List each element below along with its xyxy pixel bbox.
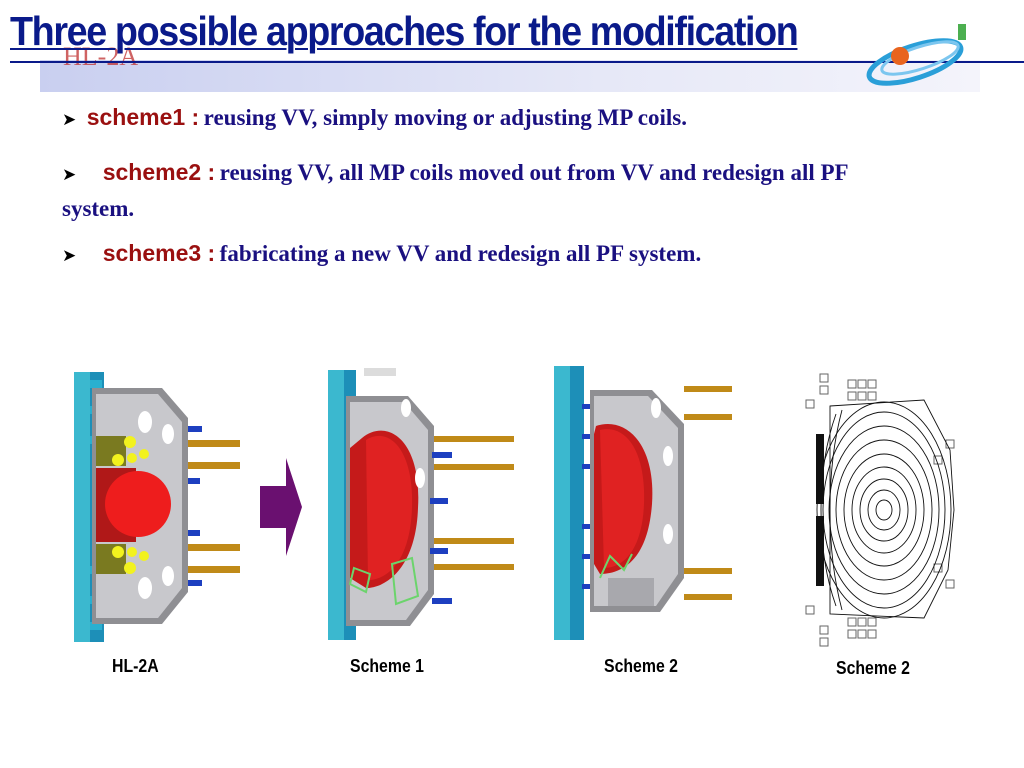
scheme-description: reusing VV, all MP coils moved out from … (62, 160, 848, 221)
flux-surface-contour-diagram (805, 373, 955, 647)
right-triangle-bullet-icon: ➤ (62, 110, 77, 130)
hl2a-cross-section-diagram (74, 372, 240, 642)
caption-scheme2-flux: Scheme 2 (836, 658, 910, 678)
right-arrow-icon (260, 458, 302, 556)
title-rule (10, 61, 1024, 63)
scheme-name: scheme2 : (102, 159, 216, 185)
list-item-scheme3: ➤ scheme3 : fabricating a new VV and red… (62, 240, 922, 267)
scheme-description: reusing VV, simply moving or adjusting M… (203, 105, 687, 130)
scheme-name: scheme1 : (86, 104, 200, 130)
list-item-scheme1: ➤ scheme1 : reusing VV, simply moving or… (62, 104, 882, 131)
orbit-logo-icon (866, 24, 966, 86)
title-band (40, 60, 980, 92)
page-title: Three possible approaches for the modifi… (10, 8, 799, 54)
watermark-text: HL-2A (63, 42, 139, 71)
scheme-name: scheme3 : (102, 240, 216, 266)
scheme1-cross-section-diagram (328, 368, 514, 640)
caption-scheme1: Scheme 1 (350, 656, 424, 676)
list-item-scheme2: ➤ scheme2 : reusing VV, all MP coils mov… (62, 156, 882, 228)
caption-scheme2: Scheme 2 (604, 656, 678, 676)
right-triangle-bullet-icon: ➤ (62, 165, 77, 185)
scheme2-cross-section-diagram (554, 366, 732, 640)
caption-hl2a: HL-2A (112, 656, 159, 676)
right-triangle-bullet-icon: ➤ (62, 246, 77, 266)
scheme-description: fabricating a new VV and redesign all PF… (219, 241, 702, 266)
